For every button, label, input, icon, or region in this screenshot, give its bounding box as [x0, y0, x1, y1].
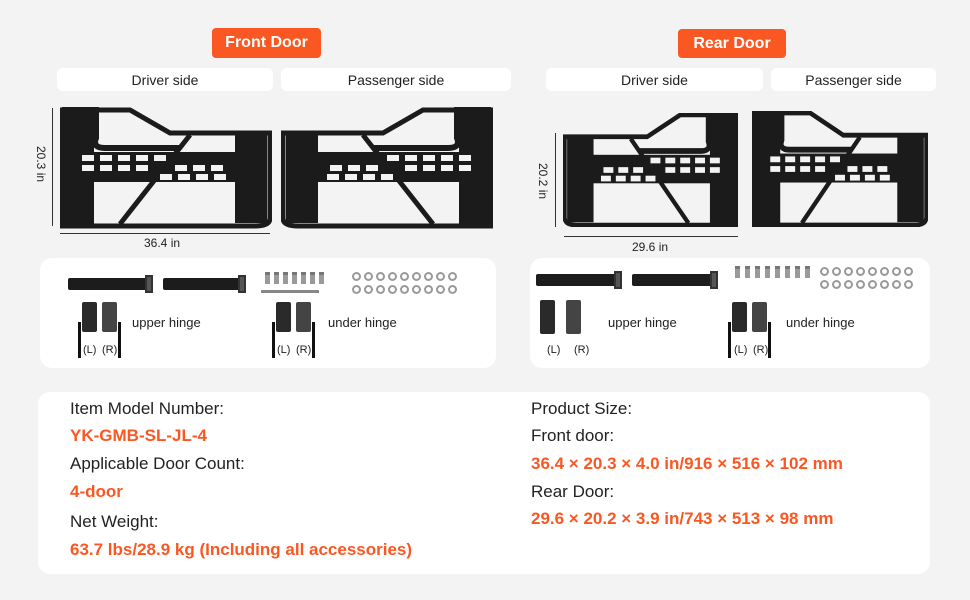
rear-driver-door-image: [563, 113, 738, 227]
rear-width-dimension-line: [564, 236, 738, 237]
strap-icon: [163, 278, 241, 290]
rear-upper-hinge-left-label: (L): [547, 344, 561, 356]
rear-height-label: 20.2 in: [536, 163, 550, 200]
rear-width-label: 29.6 in: [632, 240, 669, 254]
buckle-icon: [238, 275, 246, 293]
front-width-label: 36.4 in: [144, 236, 181, 250]
buckle-icon: [710, 271, 718, 289]
under-hinge-right-label: (R): [296, 344, 312, 356]
strap-icon: [68, 278, 148, 290]
product-size-label: Product Size:: [531, 399, 633, 418]
front-driver-side-label: Driver side: [57, 68, 273, 91]
net-weight-label: Net Weight:: [70, 512, 159, 531]
front-passenger-side-label: Passenger side: [281, 68, 511, 91]
bolts-and-allen-key-icon: [261, 272, 324, 294]
rear-under-hinge-left-label: (L): [734, 344, 748, 356]
front-driver-door-image: [60, 107, 272, 229]
rear-under-hinge-right-label: (R): [753, 344, 769, 356]
front-door-size-value: 36.4 × 20.3 × 4.0 in/916 × 516 × 102 mm: [531, 454, 843, 473]
rear-hardware-panel: (L) (R) upper hinge (L) (R) under hinge: [530, 258, 930, 368]
upper-hinge-left-label: (L): [83, 344, 97, 356]
door-count-label: Applicable Door Count:: [70, 454, 245, 473]
rear-under-hinge-label: under hinge: [786, 315, 855, 330]
door-count-value: 4-door: [70, 482, 123, 501]
rear-upper-hinge-label: upper hinge: [608, 315, 677, 330]
model-number-value: YK-GMB-SL-JL-4: [70, 426, 207, 445]
buckle-icon: [614, 271, 622, 289]
upper-hinge-icon: [74, 302, 124, 358]
rear-door-badge: Rear Door: [678, 29, 786, 58]
front-hardware-panel: (L) (R) upper hinge (L) (R) under hinge: [40, 258, 496, 368]
front-passenger-door-image: [281, 107, 493, 229]
rear-driver-side-label: Driver side: [546, 68, 763, 91]
rear-passenger-side-label: Passenger side: [771, 68, 936, 91]
rear-under-hinge-icon: [724, 302, 774, 358]
upper-hinge-label: upper hinge: [132, 315, 201, 330]
rear-upper-hinge-right-label: (R): [574, 344, 590, 356]
front-height-dimension-line: [52, 108, 53, 226]
under-hinge-icon: [268, 302, 318, 358]
rear-height-dimension-line: [555, 133, 556, 227]
under-hinge-label: under hinge: [328, 315, 397, 330]
strap-icon: [632, 274, 712, 286]
upper-hinge-right-label: (R): [102, 344, 118, 356]
rear-passenger-door-image: [752, 111, 928, 227]
strap-icon: [536, 274, 616, 286]
rear-door-size-value: 29.6 × 20.2 × 3.9 in/743 × 513 × 98 mm: [531, 509, 834, 528]
specifications-panel: Item Model Number: YK-GMB-SL-JL-4 Applic…: [38, 392, 930, 574]
front-door-size-label: Front door:: [531, 426, 615, 445]
front-door-badge: Front Door: [212, 28, 321, 58]
under-hinge-left-label: (L): [277, 344, 291, 356]
bolts-icon: [735, 266, 815, 284]
model-number-label: Item Model Number:: [70, 399, 224, 418]
rear-door-size-label: Rear Door:: [531, 482, 615, 501]
front-width-dimension-line: [60, 233, 270, 234]
washers-icon: [820, 267, 930, 293]
washers-icon: [352, 272, 462, 298]
net-weight-value: 63.7 lbs/28.9 kg (Including all accessor…: [70, 540, 413, 559]
buckle-icon: [145, 275, 153, 293]
upper-hinge-icon: [538, 300, 588, 344]
front-height-label: 20.3 in: [34, 146, 48, 183]
